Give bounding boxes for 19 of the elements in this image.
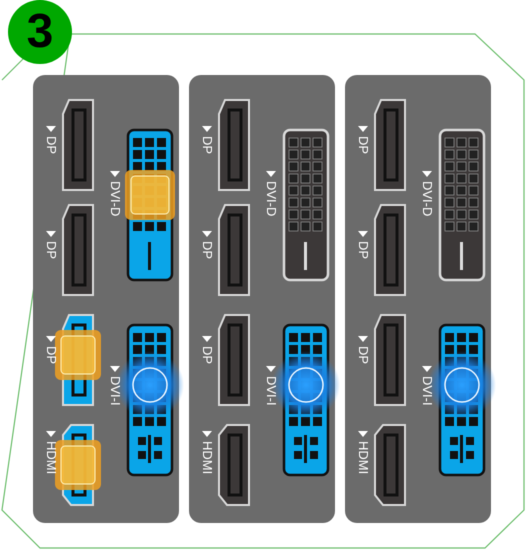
step-number: 3 xyxy=(26,8,54,56)
port-label: DP xyxy=(201,241,214,260)
port-label: DP xyxy=(357,241,370,260)
port-label: DVI-D xyxy=(109,181,122,216)
port-label: HDMI xyxy=(357,441,370,474)
port-label: DP xyxy=(357,346,370,364)
port-label: DP xyxy=(45,136,58,154)
port-label: DVI-D xyxy=(421,181,434,216)
port-label: DVI-D xyxy=(265,181,278,216)
port-label: HDMI xyxy=(201,441,214,474)
port-label: HDMI xyxy=(45,441,58,474)
port-label: DVI-I xyxy=(421,376,434,406)
port-label: DP xyxy=(45,346,58,364)
port-label: DP xyxy=(201,136,214,154)
port-label: DVI-I xyxy=(109,376,122,406)
port-label: DP xyxy=(45,241,58,260)
port-label: DP xyxy=(201,346,214,364)
port-label: DVI-I xyxy=(265,376,278,406)
port-label: DP xyxy=(357,136,370,154)
